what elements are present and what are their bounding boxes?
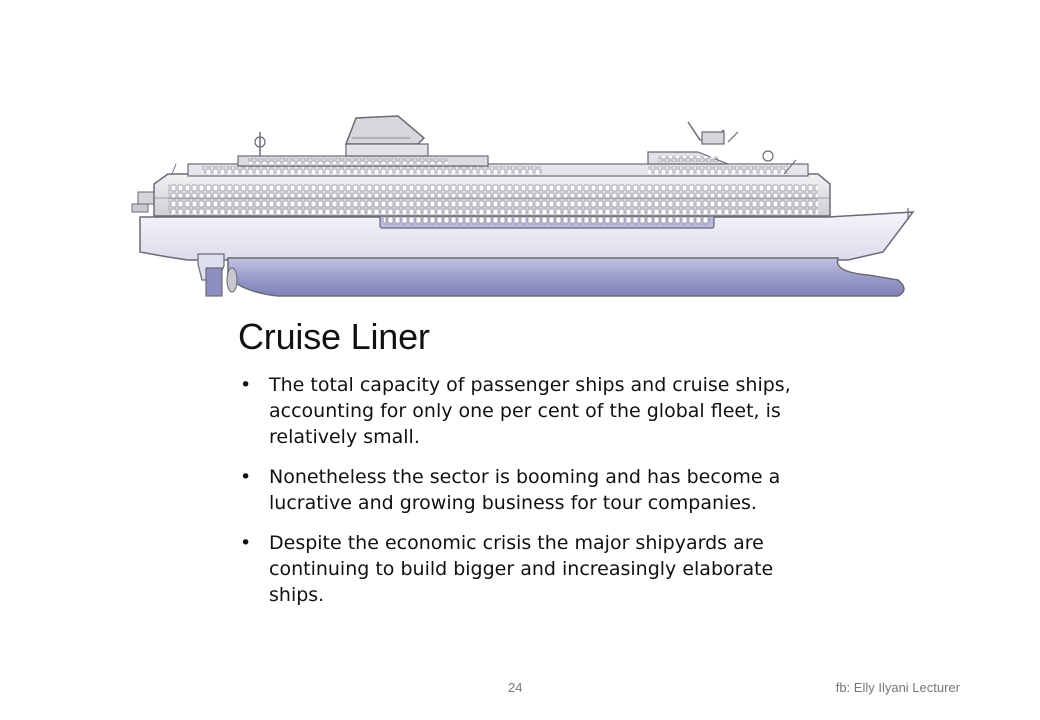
cruise-ship-icon bbox=[131, 115, 915, 297]
bullet-text: Nonetheless the sector is booming and ha… bbox=[269, 466, 781, 514]
bullet-text: Despite the economic crisis the major sh… bbox=[269, 532, 774, 606]
bullet-text: The total capacity of passenger ships an… bbox=[269, 374, 791, 448]
bullet-icon: • bbox=[240, 374, 252, 396]
bullet-icon: • bbox=[240, 532, 252, 554]
bullet-item: • The total capacity of passenger ships … bbox=[238, 372, 798, 450]
bullet-list: • The total capacity of passenger ships … bbox=[238, 372, 798, 622]
bullet-icon: • bbox=[240, 466, 252, 488]
slide-title: Cruise Liner bbox=[238, 316, 430, 357]
footer-credit: fb: Elly Ilyani Lecturer bbox=[835, 680, 960, 695]
bullet-item: • Despite the economic crisis the major … bbox=[238, 530, 798, 608]
page-number: 24 bbox=[508, 680, 523, 695]
bullet-item: • Nonetheless the sector is booming and … bbox=[238, 464, 798, 516]
